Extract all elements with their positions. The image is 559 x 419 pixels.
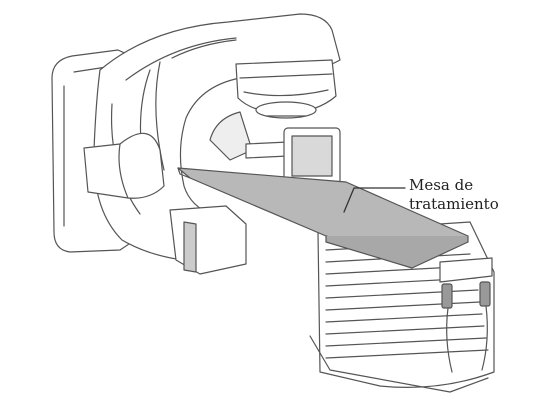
table-top — [177, 167, 469, 269]
couch-rails — [441, 281, 491, 373]
treatment-head — [235, 59, 337, 119]
lower-shield — [169, 205, 247, 275]
table-label-line2: tratamiento — [409, 195, 499, 213]
imaging-panel — [245, 127, 341, 185]
table-label: Mesa de tratamiento — [409, 176, 499, 214]
table-label-line1: Mesa de — [409, 176, 474, 194]
callout-leader — [343, 187, 406, 213]
gantry-side-pad — [83, 132, 165, 199]
